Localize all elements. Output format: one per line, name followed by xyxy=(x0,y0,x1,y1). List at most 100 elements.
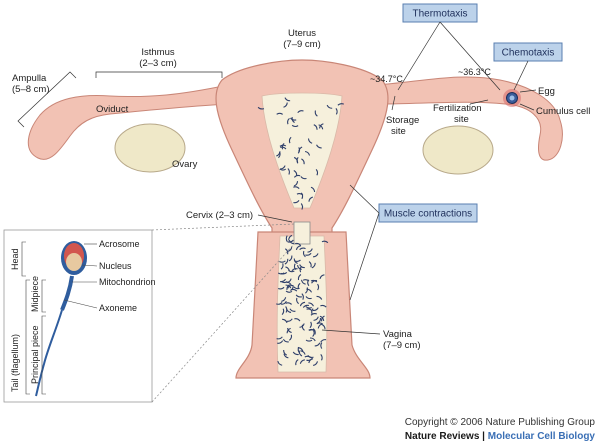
sperm-squiggle xyxy=(291,116,295,124)
sperm-squiggle xyxy=(285,235,288,242)
ampulla-size: (5–8 cm) xyxy=(12,84,49,95)
sperm-squiggle xyxy=(287,117,290,125)
sperm-squiggle xyxy=(300,176,307,180)
sperm-squiggle xyxy=(326,104,333,109)
sperm-squiggle xyxy=(313,124,318,130)
sperm-squiggle xyxy=(291,268,298,272)
left-ovary xyxy=(114,123,186,173)
sperm-squiggle xyxy=(299,301,306,307)
sperm-squiggle xyxy=(293,186,300,189)
sperm-squiggle xyxy=(300,192,304,200)
temp-left-label: ~34.7°C xyxy=(370,74,403,84)
sperm-squiggle xyxy=(297,147,301,154)
sperm-squiggle xyxy=(297,110,304,114)
principal-piece-label: Principal piece xyxy=(30,325,40,384)
sperm-squiggle xyxy=(284,248,289,255)
sperm-squiggle xyxy=(290,285,294,292)
temp-right-label: ~36.3°C xyxy=(458,67,491,77)
sperm-squiggle xyxy=(283,102,288,108)
ampulla-label: Ampulla xyxy=(12,73,47,84)
nucleus-label: Nucleus xyxy=(99,261,132,271)
sperm-squiggle xyxy=(299,265,303,273)
sperm-squiggle xyxy=(305,306,312,309)
sperm-squiggle xyxy=(311,262,316,269)
sperm-squiggle xyxy=(285,302,292,305)
sperm-squiggle xyxy=(288,255,293,262)
sperm-squiggle xyxy=(293,181,299,187)
sperm-tail xyxy=(35,309,63,397)
sperm-squiggle xyxy=(308,358,314,364)
sperm-squiggle xyxy=(308,328,315,332)
sperm-squiggle xyxy=(296,156,299,164)
sperm-squiggle xyxy=(288,334,293,341)
sperm-squiggle xyxy=(280,280,288,284)
sperm-squiggle xyxy=(279,260,286,263)
sperm-squiggle xyxy=(282,318,288,324)
journal-credit: Nature Reviews | Molecular Cell Biology xyxy=(405,431,595,442)
sperm-squiggle xyxy=(300,203,304,210)
journal-name: Nature Reviews xyxy=(404,431,480,442)
chemotaxis-box: Chemotaxis xyxy=(493,42,563,62)
sperm-squiggle xyxy=(284,97,291,102)
sperm-squiggle xyxy=(309,321,312,329)
sperm-squiggle xyxy=(316,144,322,149)
muscle-contractions-label: Muscle contractions xyxy=(384,209,472,220)
fertilization-label: Fertilization xyxy=(433,103,482,114)
sperm-squiggle xyxy=(283,349,288,356)
sperm-squiggle xyxy=(320,339,327,343)
journal-separator: | xyxy=(479,431,488,442)
sperm-squiggle xyxy=(280,165,286,170)
cumulus-cell-label: Cumulus cell xyxy=(536,106,590,117)
sperm-squiggle xyxy=(293,286,300,290)
sperm-squiggle xyxy=(286,278,292,284)
callout-lines xyxy=(17,21,537,335)
thermotaxis-label: Thermotaxis xyxy=(412,9,467,20)
sperm-squiggle xyxy=(299,247,306,251)
thermotaxis-box: Thermotaxis xyxy=(402,3,478,23)
uterus-label: Uterus xyxy=(288,28,316,39)
sperm-squiggle xyxy=(301,293,304,300)
left-oviduct xyxy=(27,84,229,160)
sperm-squiggle xyxy=(277,360,283,366)
sperm-squiggle xyxy=(281,308,285,315)
sperm-squiggle xyxy=(312,330,315,337)
sperm-squiggle xyxy=(312,361,319,366)
sperm-squiggle xyxy=(295,294,303,298)
sperm-squiggle xyxy=(314,342,321,347)
sperm-squiggle xyxy=(282,338,289,343)
sperm-squiggle xyxy=(309,337,316,342)
sperm-squiggle xyxy=(286,318,293,322)
sperm-squiggle xyxy=(296,297,299,305)
ovary-label: Ovary xyxy=(172,159,198,170)
sperm-squiggle xyxy=(321,240,329,244)
uterine-lumen xyxy=(261,92,343,209)
sperm-squiggle xyxy=(287,246,293,252)
sperm-squiggle xyxy=(299,359,305,364)
oviduct-label: Oviduct xyxy=(96,104,129,115)
sperm-squiggle xyxy=(280,146,287,150)
sperm-squiggle xyxy=(277,340,284,344)
sperm-squiggle xyxy=(318,124,324,130)
sperm-squiggle xyxy=(281,297,287,302)
sperm-squiggle xyxy=(308,302,314,307)
sperm-squiggle xyxy=(293,174,301,178)
sperm-inset: Acrosome Nucleus Mitochondrion Axoneme H… xyxy=(3,223,295,403)
vagina-label: Vagina xyxy=(383,329,413,340)
sperm-squiggle xyxy=(302,304,310,308)
cervix xyxy=(293,221,311,245)
sperm-squiggle xyxy=(317,283,320,291)
sperm-squiggle xyxy=(312,307,319,312)
sperm-cells xyxy=(257,97,344,366)
sperm-squiggle xyxy=(285,284,292,289)
sperm-squiggle xyxy=(276,301,283,305)
sperm-squiggle xyxy=(295,245,301,251)
sperm-squiggle xyxy=(305,339,313,342)
sperm-squiggle xyxy=(295,242,302,247)
uterus-size: (7–9 cm) xyxy=(283,39,320,50)
sperm-squiggle xyxy=(296,192,304,196)
egg xyxy=(503,89,521,107)
storage-site-label: site xyxy=(391,126,406,137)
copyright-text: Copyright © 2006 Nature Publishing Group xyxy=(404,417,595,428)
sperm-squiggle xyxy=(319,123,324,129)
